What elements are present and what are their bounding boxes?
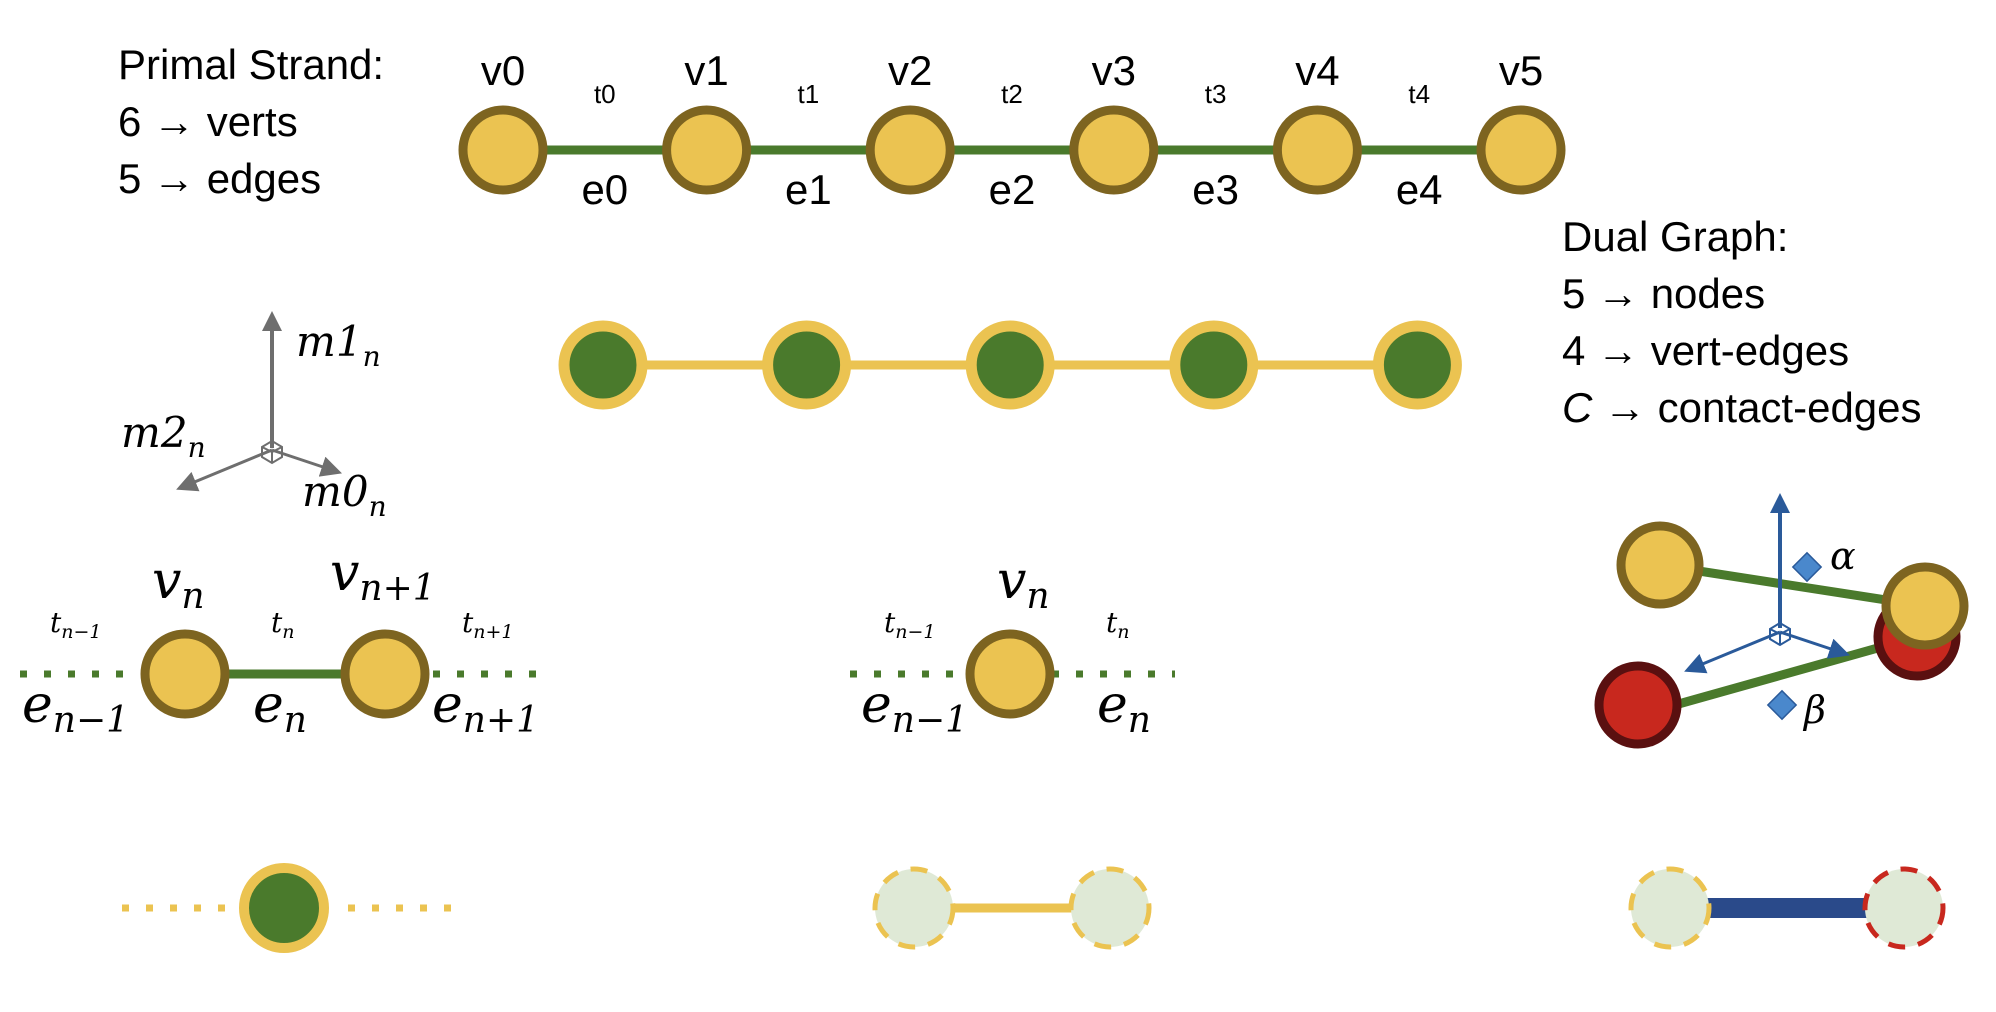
label-en-1: en−1 (861, 675, 968, 741)
label-tn: tn (271, 606, 295, 643)
vertex-label-v5: v5 (1499, 47, 1543, 94)
material-frame: m1n m2n m0n (121, 311, 387, 523)
legend-vert-edges: 4 → vert-edges (1562, 327, 1850, 374)
strand-vertex-v5 (1476, 105, 1566, 195)
twist-label-t1: t1 (798, 79, 820, 109)
frame-axis-m2 (176, 448, 273, 492)
label-alpha: α (1830, 534, 1856, 578)
label-vn: vn (152, 551, 205, 617)
strand-vertex-v1 (662, 105, 752, 195)
contact-origin-cube (1769, 621, 1791, 647)
beta-marker (1766, 689, 1798, 721)
legend-verts: 6 → verts (118, 98, 298, 145)
ghost-node-left (872, 866, 956, 950)
strand-a-edge (1659, 560, 1926, 611)
twist-label-t3: t3 (1205, 79, 1227, 109)
dual-graph-legend: Dual Graph: 5 → nodes 4 → vert-edges C →… (1562, 208, 1922, 436)
edge-label-e0: e0 (581, 166, 628, 213)
strand-vertex-a2 (1881, 562, 1969, 650)
alpha-marker (1791, 551, 1823, 583)
ghost-node-right (1068, 866, 1152, 950)
strand-vertex-a1 (1616, 521, 1704, 609)
contact-edges-text: → contact-edges (1604, 384, 1922, 431)
edge-detail: vn vn+1 tn−1 tn tn+1 en−1 en en+1 (20, 543, 550, 741)
twist-label-t4: t4 (1408, 79, 1430, 109)
contact-edge-detail (1628, 866, 1946, 950)
edge-label-e2: e2 (989, 166, 1036, 213)
vertex-label-v2: v2 (888, 47, 932, 94)
legend-nodes: 5 → nodes (1562, 270, 1766, 317)
label-vn: vn (997, 551, 1050, 617)
label-tn-1: tn−1 (884, 606, 936, 643)
frame-label-m1: m1n (296, 317, 381, 373)
contact-detail: α β (1594, 493, 1969, 749)
contact-axis-left (1684, 630, 1781, 674)
label-en: en (253, 675, 307, 741)
edge-label-e4: e4 (1396, 166, 1443, 213)
legend-title: Dual Graph: (1562, 213, 1789, 260)
strand-vertex-v0 (458, 105, 548, 195)
frame-origin-cube (261, 439, 283, 465)
label-tn1: tn+1 (462, 606, 514, 643)
dual-node-0 (558, 320, 648, 410)
primal-strand-legend: Primal Strand: 6 → verts 5 → edges (118, 36, 384, 207)
strand-vertex-v4 (1272, 105, 1362, 195)
vertex-vn (140, 629, 230, 719)
primal-strand: v0 v1 v2 v3 v4 v5 t0 t1 t2 t3 t4 e0 e1 e2 e3 e4 (458, 47, 1566, 213)
legend-contact-edges: C → contact-edges (1562, 379, 1922, 436)
dual-node-4 (1372, 320, 1462, 410)
vertex-vn1 (340, 629, 430, 719)
frame-label-m2: m2n (121, 408, 206, 464)
ghost-node-red (1862, 866, 1946, 950)
twist-label-t0: t0 (594, 79, 616, 109)
dual-node-2 (965, 320, 1055, 410)
contact-symbol: C (1562, 384, 1593, 431)
dual-node-3 (1169, 320, 1259, 410)
contact-vertex-b1 (1594, 661, 1682, 749)
label-tn-1: tn−1 (50, 606, 102, 643)
label-en-1: en−1 (22, 675, 129, 741)
vert-edge-detail (872, 866, 1152, 950)
edge-label-e1: e1 (785, 166, 832, 213)
ghost-node-yellow (1628, 866, 1712, 950)
label-tn: tn (1106, 606, 1130, 643)
edge-label-e3: e3 (1192, 166, 1239, 213)
strand-vertex-v2 (865, 105, 955, 195)
vertex-label-v4: v4 (1295, 47, 1339, 94)
twist-label-t2: t2 (1001, 79, 1023, 109)
dual-node (239, 863, 329, 953)
label-vn1: vn+1 (330, 543, 436, 609)
dual-node-detail (122, 863, 452, 953)
vertex-label-v1: v1 (684, 47, 728, 94)
frame-label-m0: m0n (302, 467, 387, 523)
dual-chain (558, 320, 1462, 410)
legend-title: Primal Strand: (118, 41, 385, 88)
legend-edges: 5 → edges (118, 155, 322, 202)
label-en: en (1097, 675, 1151, 741)
dual-node-1 (762, 320, 852, 410)
vertex-label-v0: v0 (481, 47, 525, 94)
vertex-label-v3: v3 (1092, 47, 1136, 94)
label-beta: β (1802, 688, 1826, 732)
vertex-detail: vn tn−1 tn en−1 en (850, 551, 1175, 741)
vertex-vn (965, 629, 1055, 719)
label-en1: en+1 (432, 675, 539, 741)
strand-vertex-v3 (1069, 105, 1159, 195)
